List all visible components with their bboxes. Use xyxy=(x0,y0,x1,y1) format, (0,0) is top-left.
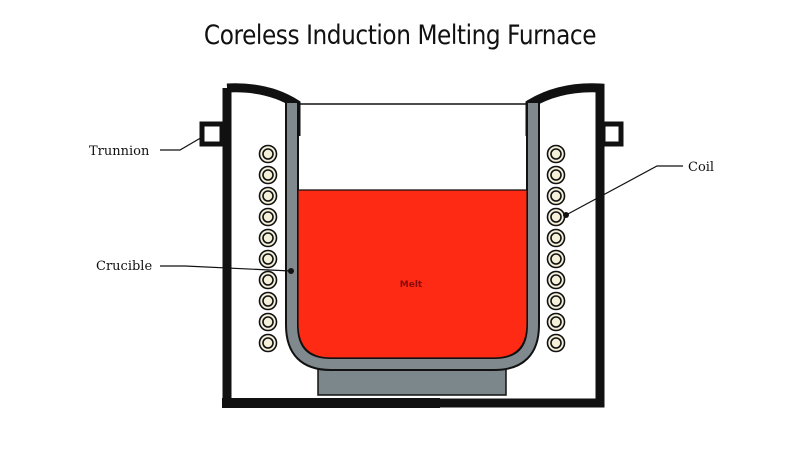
melt xyxy=(297,189,528,359)
melt-label: Melt xyxy=(400,280,423,290)
coil-turn-right-6 xyxy=(546,249,566,269)
coil-turn-inner-left-8 xyxy=(262,295,274,307)
coil-turn-inner-left-5 xyxy=(262,232,274,244)
furnace-base-line xyxy=(222,398,440,408)
coil-turn-inner-right-10 xyxy=(550,337,562,349)
coil-turn-right-8 xyxy=(546,291,566,311)
coil-turn-inner-right-8 xyxy=(550,295,562,307)
coil-turn-right-1 xyxy=(546,144,566,164)
coil-leader xyxy=(565,165,683,216)
coil-turn-left-5 xyxy=(258,228,278,248)
coil-turn-inner-left-3 xyxy=(262,190,274,202)
coil-turn-right-10 xyxy=(546,333,566,353)
coil-turn-inner-left-2 xyxy=(262,169,274,181)
coil-turn-left-4 xyxy=(258,207,278,227)
coil-turn-inner-left-7 xyxy=(262,274,274,286)
coil-turns-right xyxy=(546,144,566,353)
coil-turn-left-3 xyxy=(258,186,278,206)
trunnion-left xyxy=(199,121,225,147)
trunnion-label: Trunnion xyxy=(89,144,150,159)
coil-turn-inner-right-3 xyxy=(550,190,562,202)
coil-turn-inner-left-9 xyxy=(262,316,274,328)
coil-turn-left-9 xyxy=(258,312,278,332)
crucible-leader xyxy=(160,265,292,272)
coil-turn-inner-right-9 xyxy=(550,316,562,328)
trunnion-right xyxy=(600,121,624,147)
diagram-title: Coreless Induction Melting Furnace xyxy=(203,20,597,51)
coil-turn-left-1 xyxy=(258,144,278,164)
coil-turn-left-10 xyxy=(258,333,278,353)
crucible-leader-dot xyxy=(288,268,294,274)
trunnion-leader xyxy=(160,135,205,151)
coil-turns-left xyxy=(258,144,278,353)
coil-turn-inner-left-10 xyxy=(262,337,274,349)
coil-turn-right-3 xyxy=(546,186,566,206)
coil-label: Coil xyxy=(688,160,714,175)
coil-turn-inner-right-6 xyxy=(550,253,562,265)
coil-turn-inner-right-2 xyxy=(550,169,562,181)
coil-turn-inner-right-7 xyxy=(550,274,562,286)
coil-turn-right-4 xyxy=(546,207,566,227)
coil-turn-right-2 xyxy=(546,165,566,185)
coil-turn-inner-right-5 xyxy=(550,232,562,244)
crucible-label: Crucible xyxy=(96,259,152,274)
coil-turn-left-7 xyxy=(258,270,278,290)
coil-turn-inner-left-4 xyxy=(262,211,274,223)
coil-turn-inner-right-4 xyxy=(550,211,562,223)
coil-turn-inner-right-1 xyxy=(550,148,562,160)
coil-turn-inner-left-6 xyxy=(262,253,274,265)
coil-turn-left-6 xyxy=(258,249,278,269)
coil-turn-right-5 xyxy=(546,228,566,248)
coil-turn-left-8 xyxy=(258,291,278,311)
crucible-wall-fill xyxy=(287,103,538,369)
coil-turn-right-7 xyxy=(546,270,566,290)
coil-turn-left-2 xyxy=(258,165,278,185)
coil-turn-inner-left-1 xyxy=(262,148,274,160)
coil-leader-dot xyxy=(563,212,569,218)
coil-turn-right-9 xyxy=(546,312,566,332)
